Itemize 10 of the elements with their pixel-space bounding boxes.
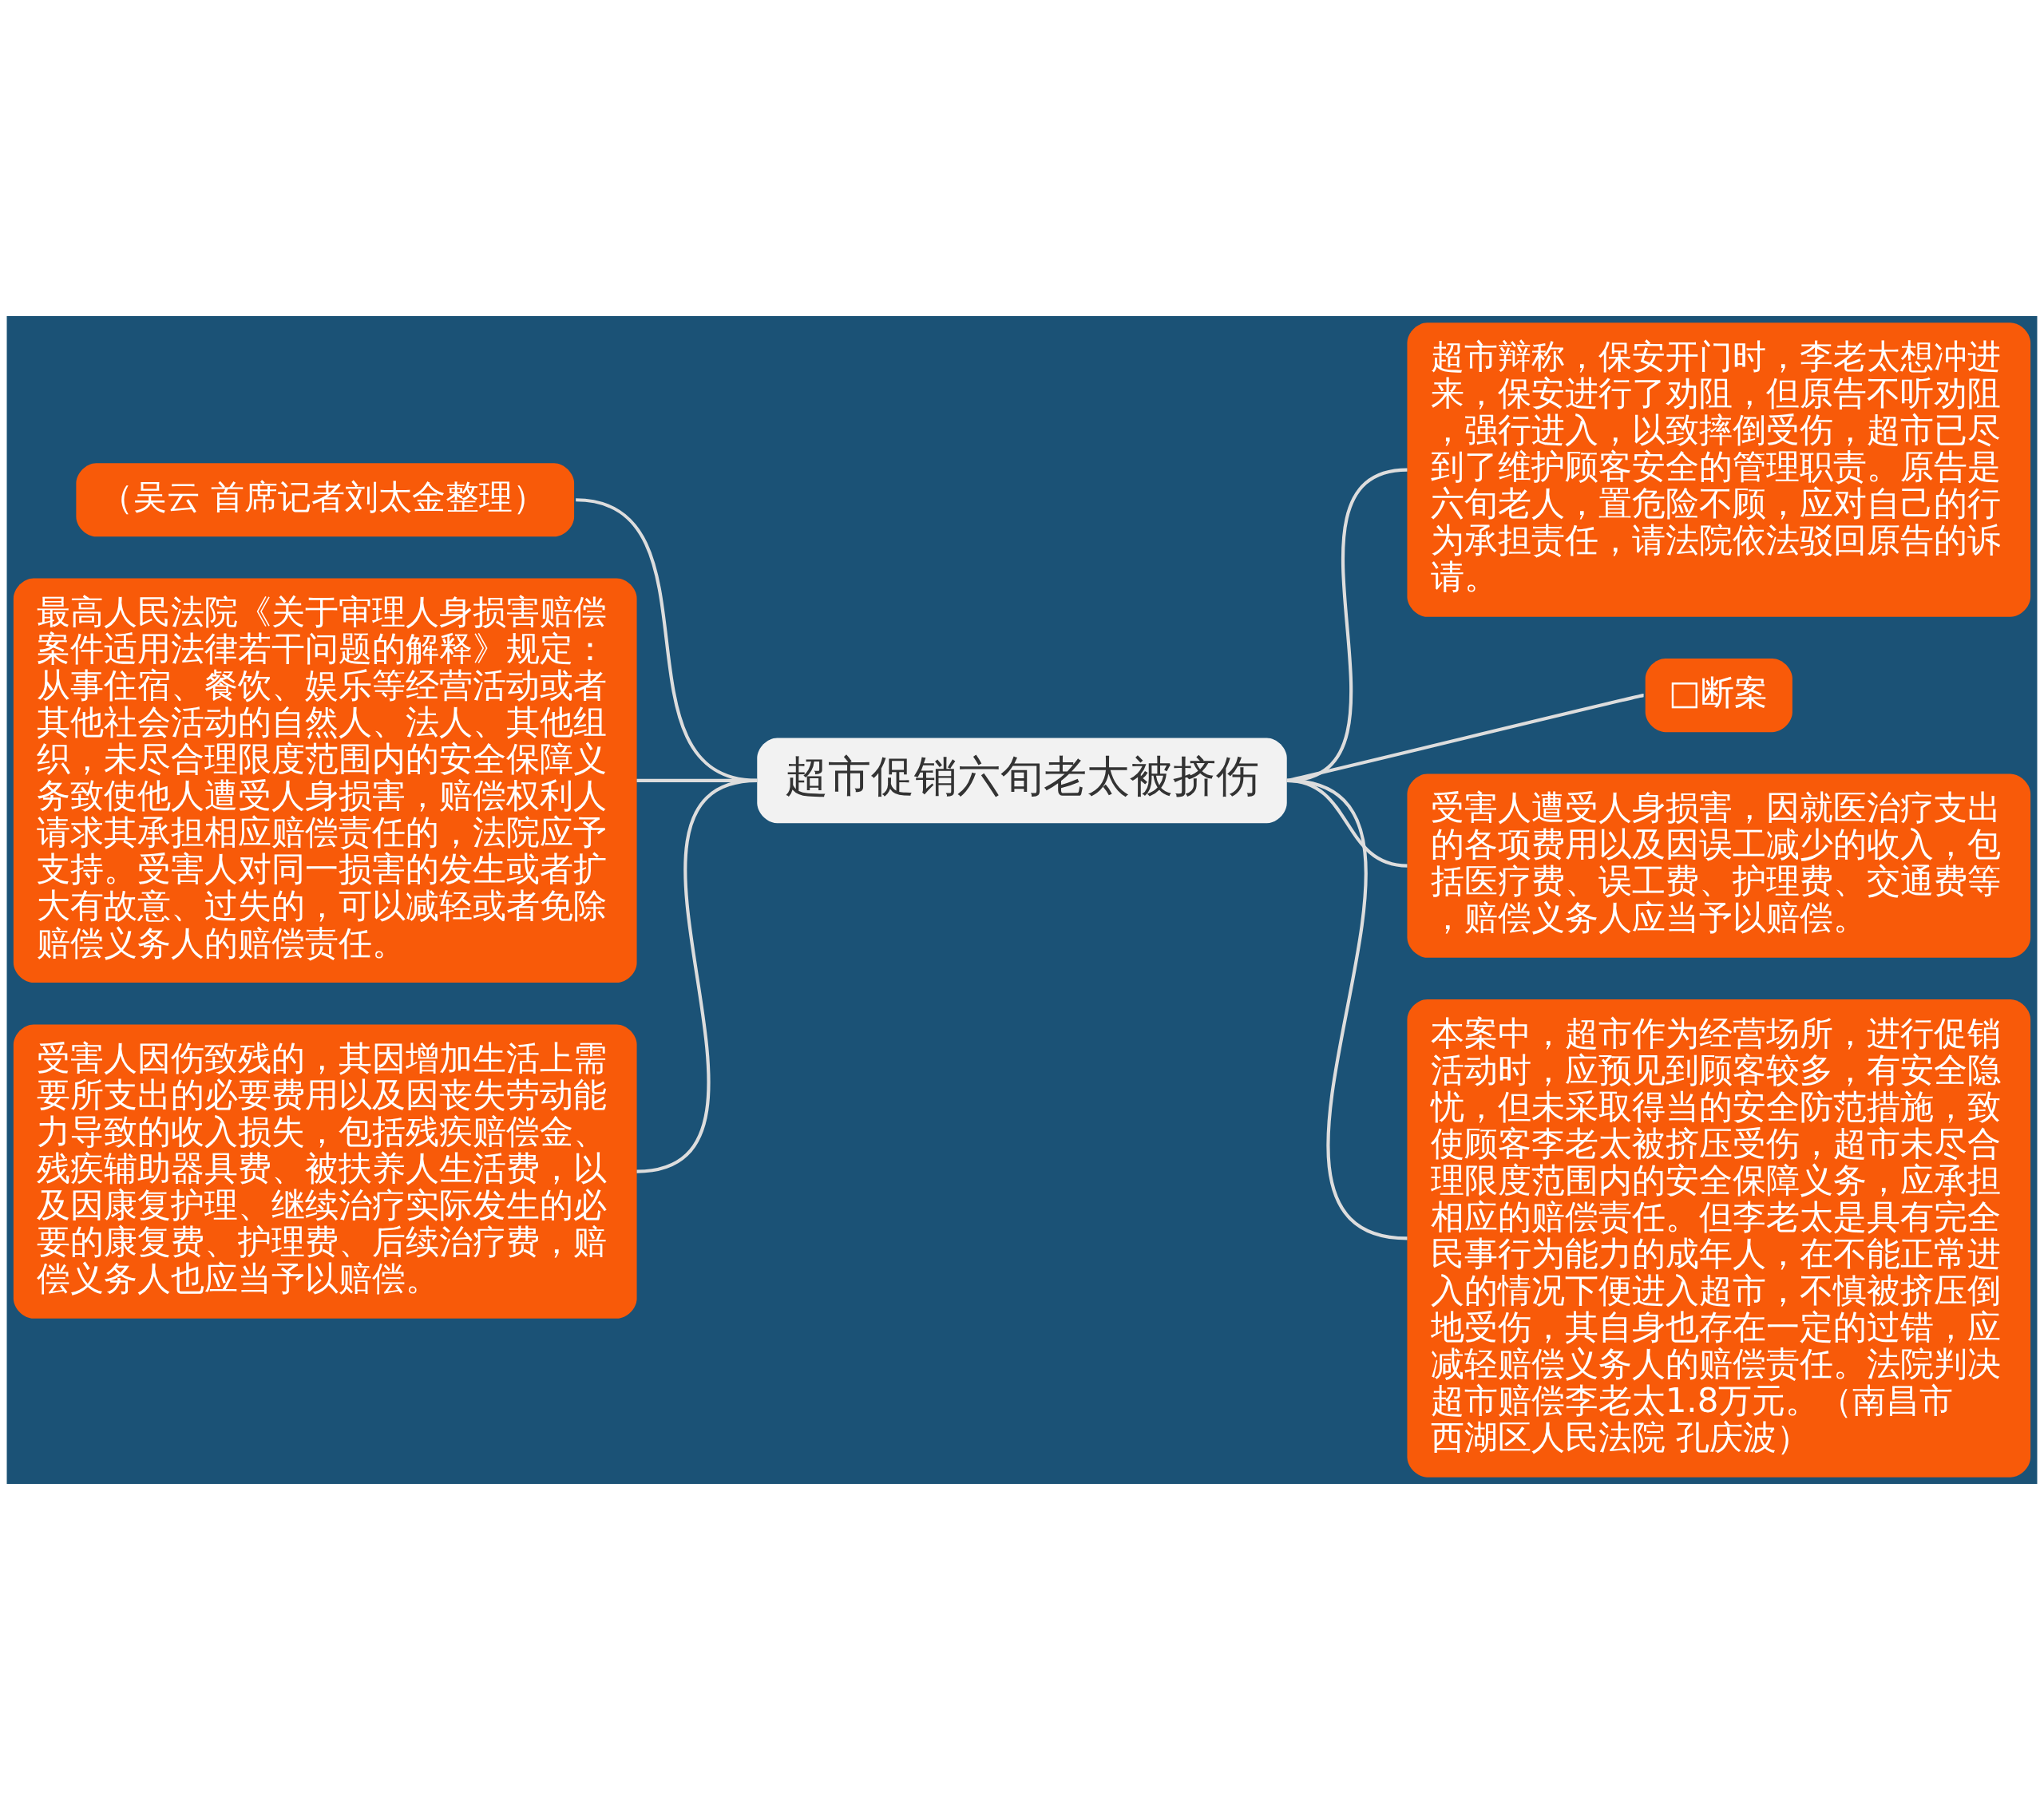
node-box: □断案 <box>1645 659 1792 733</box>
node-box: 本案中，超市作为经营场所，进行促销活动时，应预见到顾客较多，有安全隐忧，但未采取得当的安全防范措施，致使顾客李老太被挤压受伤，超市未尽合理限度范围内的安全保障义务，应承担相应的赔偿责任。但李老太是具有完全民事行为能力的成年人，在不能正常进入的情况下便进入超市，不慎被挤压倒地受伤，其自身也存在一定的过错，应减轻赔偿义务人的赔偿责任。法院判决超市赔偿李老太1.8万元。（南昌市西湖区人民法院 孔庆波） <box>1407 999 2031 1478</box>
node-box: （吴云 首席记者刘太金整理） <box>76 463 575 537</box>
node-box: 受害人因伤致残的，其因增加生活上需要所支出的必要费用以及因丧失劳动能力导致的收入损失，包括残疾赔偿金、残疾辅助器具费、被扶养人生活费，以及因康复护理、继续治疗实际发生的必要的康复费、护理费、后续治疗费，赔偿义务人也应当予以赔偿。 <box>13 1024 637 1319</box>
node-box: 超市促销六旬老太被挤伤 <box>757 738 1287 824</box>
connector <box>636 778 758 1173</box>
node-box: 最高人民法院《关于审理人身损害赔偿案件适用法律若干问题的解释》规定：从事住宿、餐饮、娱乐等经营活动或者其他社会活动的自然人、法人、其他组织，未尽合理限度范围内的安全保障义务致使他人遭受人身损害，赔偿权利人请求其承担相应赔偿责任的，法院应予支持。受害人对同一损害的发生或者扩大有故意、过失的，可以减轻或者免除赔偿义务人的赔偿责任。 <box>13 578 637 983</box>
node-box: 受害人遭受人身损害，因就医治疗支出的各项费用以及因误工减少的收入，包括医疗费、误工费、护理费、交通费等，赔偿义务人应当予以赔偿。 <box>1407 773 2031 958</box>
node-box: 超市辩称，保安开门时，李老太想冲进来，保安进行了劝阻，但原告不听劝阻，强行进入，以致摔倒受伤，超市已尽到了维护顾客安全的管理职责。原告是六旬老人，置危险不顾，应对自己的行为承担责任，请法院依法驳回原告的诉请。 <box>1407 322 2031 617</box>
connector <box>1286 778 1408 1240</box>
